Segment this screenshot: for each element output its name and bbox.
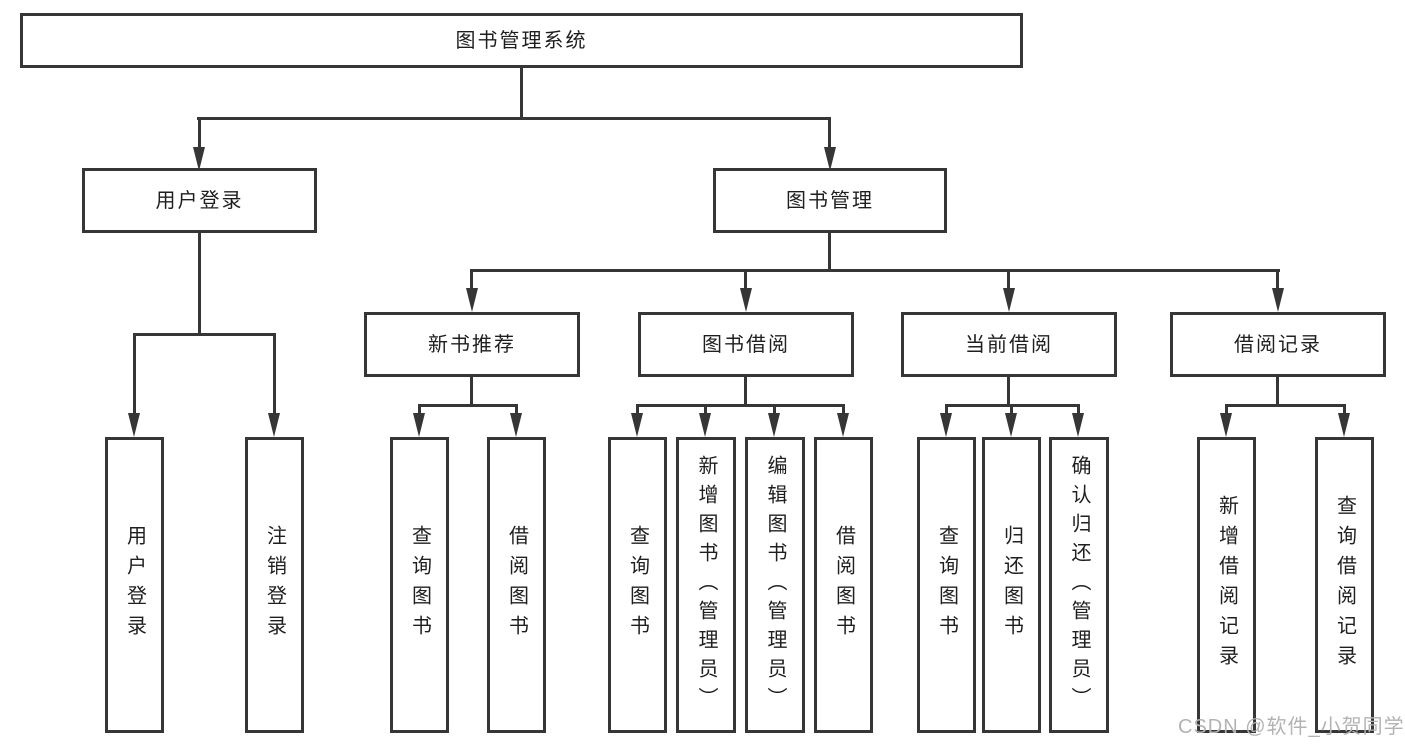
leaf-label: 新增借阅记录 [1215, 495, 1238, 675]
node-label: 图书借阅 [702, 333, 790, 356]
connector-drop-borrow-records [1276, 269, 1279, 292]
leaf-edit-book-admin: 编辑图书（管理员） [745, 437, 805, 733]
leaf-label: 确认归还（管理员） [1068, 454, 1090, 716]
node-label: 图书管理系统 [455, 29, 588, 52]
arrowhead-borrow-records [1272, 288, 1284, 312]
node-label: 图书管理 [786, 189, 874, 212]
connector-drop [842, 404, 845, 417]
node-new-book-recommend: 新书推荐 [364, 312, 580, 377]
leaf-label: 用户登录 [123, 525, 146, 645]
leaf-logout: 注销登录 [245, 437, 304, 733]
connector-user-login-stem [198, 233, 201, 335]
arrowhead [1220, 413, 1232, 437]
leaf-borrow-query-books: 查询图书 [608, 437, 667, 733]
leaf-label: 编辑图书（管理员） [764, 454, 786, 716]
arrowhead [510, 413, 522, 437]
arrowhead [768, 413, 780, 437]
connector-drop-book-borrow [744, 269, 747, 292]
arrowhead-user-login [193, 147, 205, 171]
connector-current-borrow-stem [1007, 377, 1010, 406]
leaf-newbook-borrow-books: 借阅图书 [487, 437, 546, 733]
connector-drop-user-login [198, 117, 201, 149]
arrowhead [1072, 413, 1084, 437]
connector-drop [1010, 404, 1013, 417]
connector-drop-book-management [828, 117, 831, 149]
connector-borrow-records-stem [1276, 377, 1279, 406]
node-borrow-records: 借阅记录 [1170, 312, 1386, 377]
connector-drop-leaf-logout [273, 333, 276, 417]
leaf-label: 借阅图书 [832, 525, 855, 645]
connector-borrow-records-hline [1225, 404, 1345, 407]
connector-drop [945, 404, 948, 417]
connector-book-borrow-stem [744, 377, 747, 406]
connector-level2-hline [197, 117, 831, 120]
arrowhead-current-borrow [1003, 288, 1015, 312]
arrowhead [940, 413, 952, 437]
connector-level3-hline [470, 269, 1280, 272]
leaf-newbook-query-books: 查询图书 [390, 437, 449, 733]
leaf-label: 新增图书（管理员） [695, 454, 717, 716]
node-user-login-branch: 用户登录 [82, 168, 317, 233]
node-book-management-branch: 图书管理 [713, 168, 947, 233]
arrowhead-new-book [466, 288, 478, 312]
connector-drop-new-book [470, 269, 473, 292]
leaf-label: 注销登录 [263, 525, 286, 645]
leaf-current-query-books: 查询图书 [917, 437, 976, 733]
leaf-label: 查询图书 [626, 525, 649, 645]
connector-drop [418, 404, 421, 417]
leaf-label: 查询图书 [408, 525, 431, 645]
node-label: 用户登录 [155, 189, 244, 212]
leaf-add-borrow-record: 新增借阅记录 [1197, 437, 1256, 733]
arrowhead-leaf-logout [268, 413, 280, 437]
connector-user-login-hline [133, 333, 276, 336]
connector-drop [1343, 404, 1346, 417]
connector-drop [704, 404, 707, 417]
arrowhead-book-borrow [740, 288, 752, 312]
connector-drop [636, 404, 639, 417]
leaf-borrow-books: 借阅图书 [814, 437, 873, 733]
arrowhead [631, 413, 643, 437]
leaf-confirm-return-admin: 确认归还（管理员） [1049, 437, 1109, 733]
leaf-user-login: 用户登录 [105, 437, 164, 733]
csdn-watermark: CSDN @软件_小贺同学 [1178, 716, 1405, 738]
connector-new-book-hline [418, 404, 518, 407]
node-current-borrow: 当前借阅 [901, 312, 1117, 377]
arrowhead [699, 413, 711, 437]
arrowhead-leaf-user-login [128, 413, 140, 437]
leaf-add-book-admin: 新增图书（管理员） [676, 437, 736, 733]
connector-drop [1225, 404, 1228, 417]
node-label: 借阅记录 [1234, 333, 1322, 356]
node-label: 新书推荐 [428, 333, 516, 356]
connector-drop [1077, 404, 1080, 417]
node-library-management-system: 图书管理系统 [20, 13, 1023, 68]
node-book-borrow: 图书借阅 [638, 312, 854, 377]
connector-drop [773, 404, 776, 417]
arrowhead [413, 413, 425, 437]
leaf-label: 查询借阅记录 [1333, 495, 1356, 675]
leaf-label: 查询图书 [935, 525, 958, 645]
arrowhead [1338, 413, 1350, 437]
arrowhead [837, 413, 849, 437]
arrowhead-book-management [824, 147, 836, 171]
connector-book-borrow-hline [636, 404, 845, 407]
connector-new-book-stem [470, 377, 473, 406]
leaf-label: 借阅图书 [505, 525, 528, 645]
leaf-query-borrow-record: 查询借阅记录 [1315, 437, 1374, 733]
connector-book-management-stem [828, 233, 831, 271]
connector-drop-leaf-user-login [133, 333, 136, 417]
connector-drop [515, 404, 518, 417]
leaf-return-books: 归还图书 [982, 437, 1041, 733]
connector-root-stem [520, 68, 523, 118]
leaf-label: 归还图书 [1000, 525, 1023, 645]
node-label: 当前借阅 [965, 333, 1053, 356]
arrowhead [1005, 413, 1017, 437]
connector-drop-current-borrow [1007, 269, 1010, 292]
